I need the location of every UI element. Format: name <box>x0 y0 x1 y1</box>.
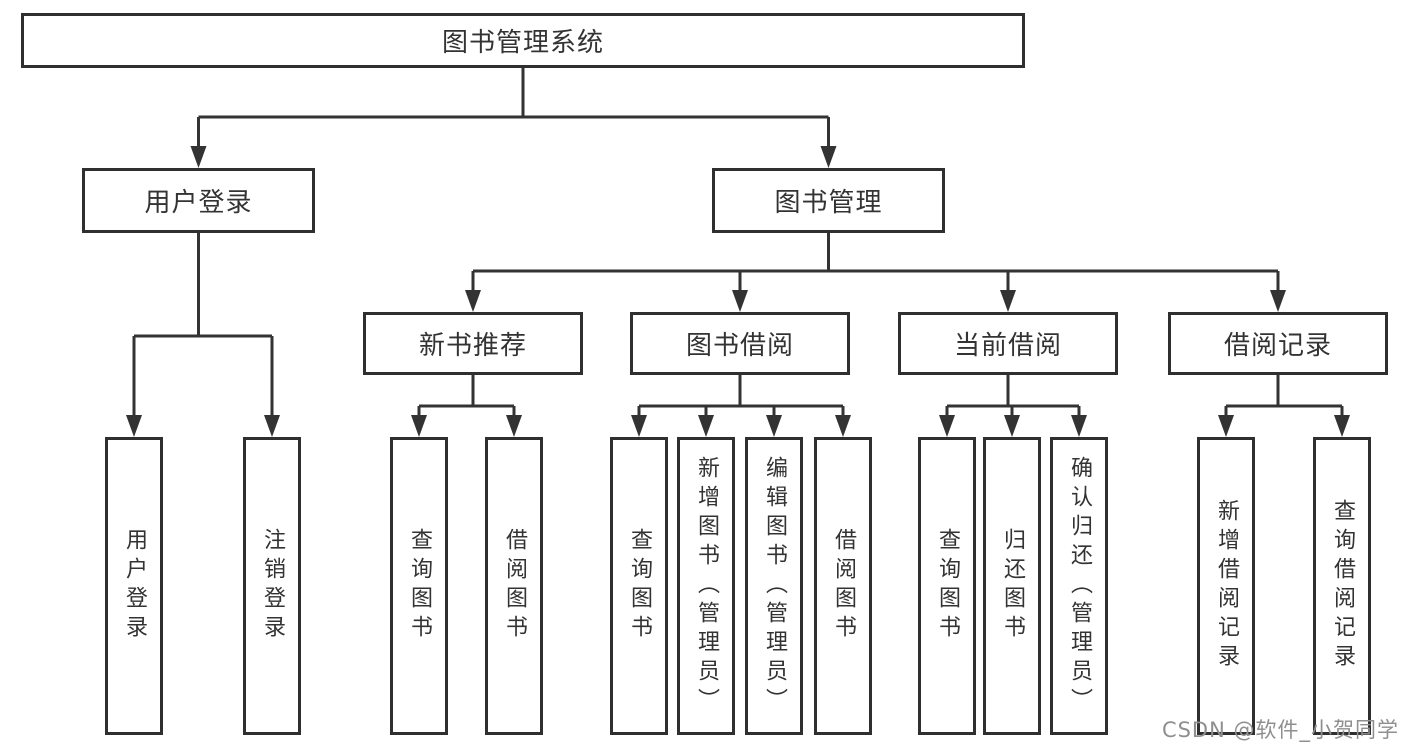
node-book-management-label: 图书管理 <box>774 188 883 218</box>
leaf-user-login: 用户登录 <box>105 437 163 735</box>
leaf-records-query: 查询借阅记录 <box>1313 437 1371 735</box>
leaf-user-login-label: 用户登录 <box>122 528 147 644</box>
leaf-records-add-label: 新增借阅记录 <box>1214 499 1239 673</box>
csdn-watermark: CSDN @软件_小贺同学 <box>1161 718 1399 742</box>
leaf-current-query-label: 查询图书 <box>935 528 960 644</box>
node-user-login: 用户登录 <box>82 168 315 233</box>
leaf-records-add: 新增借阅记录 <box>1197 437 1255 735</box>
leaf-newbooks-query: 查询图书 <box>390 437 448 735</box>
leaf-current-confirm-admin: 确认归还（管理员） <box>1050 437 1108 735</box>
node-current-borrow: 当前借阅 <box>898 312 1118 375</box>
leaf-borrow-add-admin-label: 新增图书（管理员） <box>694 455 719 717</box>
leaf-borrow-edit-admin-label: 编辑图书（管理员） <box>762 455 787 717</box>
leaf-borrow-add-admin: 新增图书（管理员） <box>677 437 735 735</box>
leaf-logout-label: 注销登录 <box>260 528 285 644</box>
arrowhead-icons <box>126 146 1350 437</box>
node-borrow-records: 借阅记录 <box>1168 312 1388 375</box>
leaf-borrow-query-label: 查询图书 <box>627 528 652 644</box>
leaf-current-return-label: 归还图书 <box>1000 528 1025 644</box>
node-user-login-label: 用户登录 <box>144 188 253 218</box>
leaf-newbooks-query-label: 查询图书 <box>407 528 432 644</box>
leaf-current-confirm-admin-label: 确认归还（管理员） <box>1067 455 1092 717</box>
node-root-system: 图书管理系统 <box>21 13 1025 68</box>
node-borrow-records-label: 借阅记录 <box>1223 331 1332 361</box>
node-new-book-recommend: 新书推荐 <box>363 312 583 375</box>
node-new-book-recommend-label: 新书推荐 <box>418 331 527 361</box>
leaf-newbooks-borrow-label: 借阅图书 <box>502 528 527 644</box>
leaf-borrow-query: 查询图书 <box>610 437 668 735</box>
leaf-records-query-label: 查询借阅记录 <box>1330 499 1355 673</box>
node-book-borrow: 图书借阅 <box>630 312 850 375</box>
leaf-borrow-edit-admin: 编辑图书（管理员） <box>745 437 803 735</box>
node-book-management: 图书管理 <box>712 168 945 233</box>
leaf-borrow-borrow: 借阅图书 <box>814 437 872 735</box>
leaf-borrow-borrow-label: 借阅图书 <box>831 528 856 644</box>
leaf-current-return: 归还图书 <box>983 437 1041 735</box>
leaf-logout: 注销登录 <box>243 437 301 735</box>
leaf-newbooks-borrow: 借阅图书 <box>485 437 543 735</box>
node-current-borrow-label: 当前借阅 <box>953 331 1062 361</box>
node-book-borrow-label: 图书借阅 <box>685 331 794 361</box>
node-root-system-label: 图书管理系统 <box>441 28 604 58</box>
leaf-current-query: 查询图书 <box>918 437 976 735</box>
